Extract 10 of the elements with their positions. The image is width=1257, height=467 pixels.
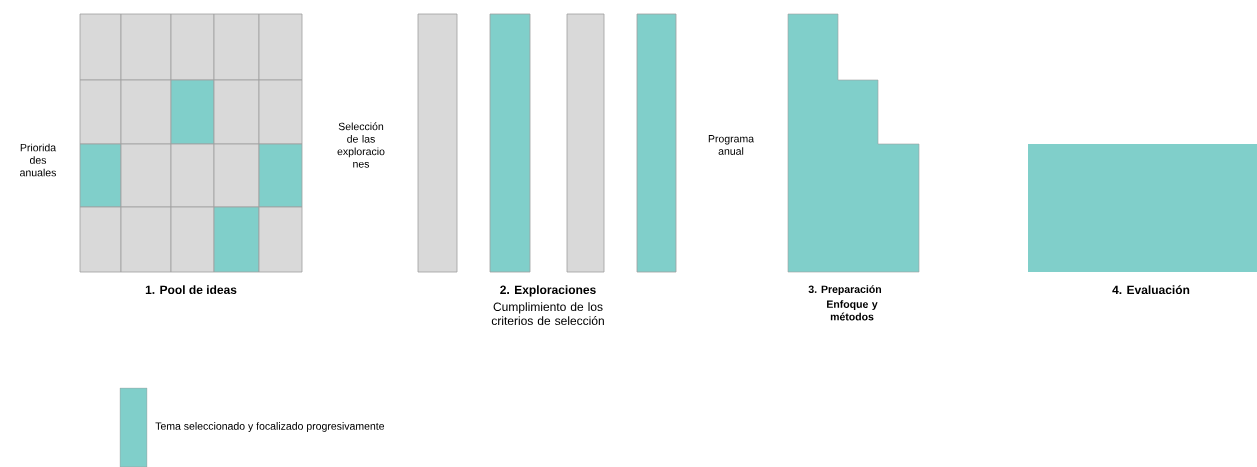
stage-title: 1. Pool de ideas: [145, 285, 237, 294]
stage-description: Enfoque y métodos: [827, 300, 878, 321]
stage-title: 2. Exploraciones: [500, 285, 596, 297]
axis-label: Programa anual: [708, 135, 755, 155]
legend-text: Tema seleccionado y focalizado progresivamente: [155, 422, 385, 432]
stage-title: 3. Preparación: [808, 285, 881, 296]
stage-description: Cumplimiento de los criterios de selección: [491, 302, 604, 325]
axis-label: Priorida des anuales: [20, 143, 57, 177]
stage-title: 4. Evaluación: [1112, 285, 1190, 295]
axis-label: Selección de las exploracio nes: [337, 122, 385, 168]
